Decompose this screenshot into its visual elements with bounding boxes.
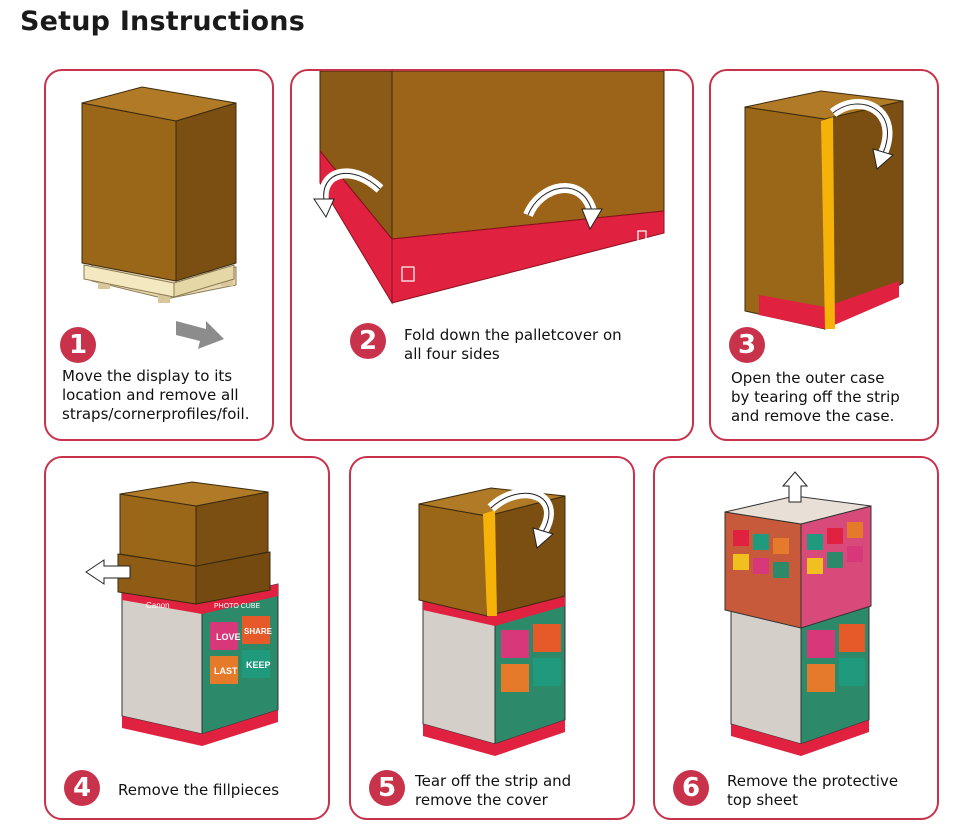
step-6-line-2: top sheet (727, 791, 799, 809)
step-2-line-1: Fold down the palletcover on (404, 326, 622, 344)
step-6-number: 6 (673, 770, 709, 806)
step-5-text: Tear off the strip and remove the cover (415, 772, 571, 810)
step-4-line-1: Remove the fillpieces (118, 781, 280, 799)
step-1-text: Move the display to its location and rem… (62, 367, 250, 424)
step-card-1: 1 Move the display to its location and r… (44, 69, 274, 441)
step-1-illustration (81, 86, 237, 349)
step-2-illustration (313, 71, 665, 305)
step-5-illustration (418, 487, 566, 756)
step-6-illustration (724, 471, 872, 756)
step-5-line-2: remove the cover (415, 791, 548, 809)
step-1-line-1: Move the display to its (62, 367, 233, 385)
step-card-3: 3 Open the outer case by tearing off the… (709, 69, 939, 441)
step-card-2: 2 Fold down the palletcover on all four … (290, 69, 694, 441)
word-love: LOVE (216, 632, 241, 642)
tear-strip (821, 117, 835, 329)
step-4-text: Remove the fillpieces (118, 781, 279, 800)
move-arrow-icon (176, 321, 224, 349)
step-4-number: 4 (64, 770, 100, 806)
step-2-text: Fold down the palletcover on all four si… (404, 326, 622, 364)
tear-arrow-icon (832, 103, 888, 154)
step-5-line-1: Tear off the strip and (415, 772, 572, 790)
word-keep: KEEP (246, 660, 271, 670)
fold-arrow-right-icon (527, 187, 593, 216)
step-1-number: 1 (60, 327, 96, 363)
step-6-line-1: Remove the protective (727, 772, 899, 790)
step-4-illustration: Canon PHOTO CUBE LOVE LAST SHARE KEEP (85, 481, 279, 746)
page-title: Setup Instructions (20, 6, 306, 37)
brand-label: Canon (146, 601, 170, 610)
lift-arrow-icon (781, 471, 809, 503)
fold-arrow-left-icon (323, 172, 381, 202)
tear-strip-2 (483, 510, 497, 616)
step-1-line-2: location and remove all (62, 386, 239, 404)
step-5-number: 5 (369, 770, 405, 806)
step-3-number: 3 (729, 327, 765, 363)
step-6-text: Remove the protective top sheet (727, 772, 898, 810)
step-3-line-3: and remove the case. (731, 407, 895, 425)
product-label: PHOTO CUBE (214, 603, 260, 610)
word-share: SHARE (244, 627, 273, 636)
step-2-number: 2 (350, 323, 386, 359)
remove-arrow-icon (85, 559, 131, 585)
step-3-illustration (744, 90, 904, 330)
step-1-line-3: straps/cornerprofiles/foil. (62, 405, 250, 423)
step-card-4: Canon PHOTO CUBE LOVE LAST SHARE KEEP 4 … (44, 456, 330, 820)
step-3-line-2: by tearing off the strip (731, 388, 900, 406)
tear-arrow-2-icon (490, 492, 550, 533)
step-card-6: 6 Remove the protective top sheet (653, 456, 939, 820)
word-last: LAST (214, 666, 238, 676)
step-3-text: Open the outer case by tearing off the s… (731, 369, 900, 426)
step-3-line-1: Open the outer case (731, 369, 885, 387)
step-card-5: 5 Tear off the strip and remove the cove… (349, 456, 635, 820)
step-2-line-2: all four sides (404, 345, 500, 363)
